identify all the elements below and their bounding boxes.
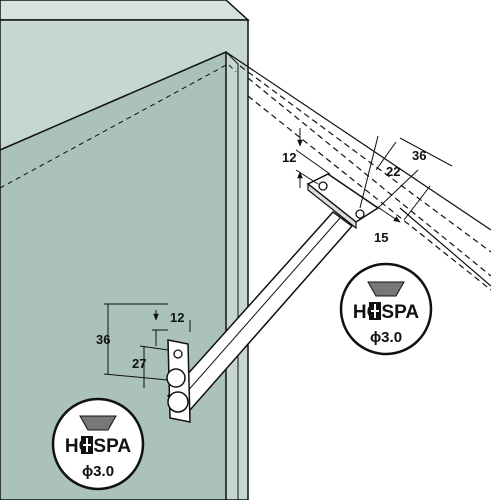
- hospa-badge-right: HOSPA ϕ3.0: [339, 262, 433, 356]
- bottom-plate-hole: [173, 349, 183, 359]
- badge-size: ϕ3.0: [370, 329, 402, 346]
- dim-top-width: 36: [412, 148, 426, 163]
- hospa-badge-left: HOSPA ϕ3.0: [51, 397, 145, 491]
- flap-outline: [225, 51, 491, 291]
- badge-brand: HOSPA: [353, 302, 419, 323]
- phillips-cross-icon: [81, 436, 93, 454]
- screw-head-icon: [367, 281, 405, 297]
- badge-brand: HOSPA: [65, 436, 131, 457]
- phillips-cross-icon: [369, 302, 381, 320]
- dim-bottom-hole-spacing: 27: [132, 356, 146, 371]
- bottom-pivot-lower: [167, 391, 189, 413]
- top-plate-edge: [307, 182, 357, 230]
- screw-head-icon: [79, 415, 117, 431]
- dim-top-height: 12: [282, 150, 296, 165]
- top-dimensions: [295, 128, 453, 223]
- dim-top-offset: 15: [374, 230, 388, 245]
- top-plate-hole: [318, 181, 328, 191]
- dim-bottom-height: 36: [96, 332, 110, 347]
- stay-bracket: [166, 173, 380, 423]
- top-plate-hole: [355, 209, 365, 219]
- dim-bottom-width: 12: [170, 310, 184, 325]
- cabinet-top-face: [0, 0, 250, 21]
- bottom-pivot-upper: [166, 368, 186, 388]
- badge-size: ϕ3.0: [82, 463, 114, 480]
- bottom-dimensions: [103, 303, 191, 388]
- stay-arm-highlight: [177, 217, 341, 403]
- dim-top-hole-spacing: 22: [386, 164, 400, 179]
